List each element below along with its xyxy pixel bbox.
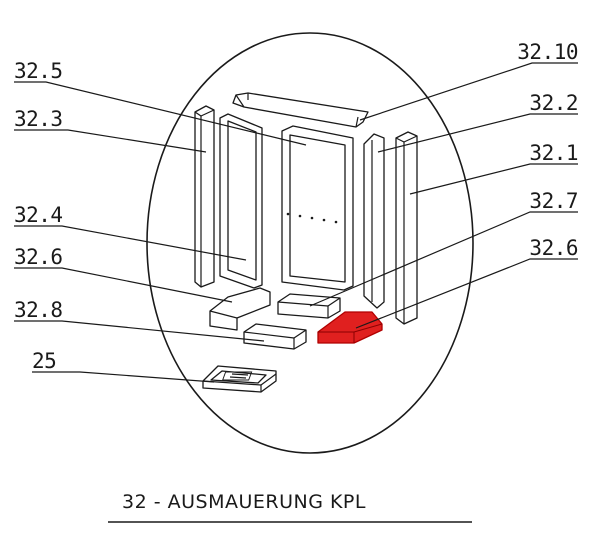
part-grate[interactable] [202,365,277,393]
callout-label-32-1: 32.1 [529,141,578,165]
callout-label-32-6-right: 32.6 [529,236,578,260]
leader-lines [14,62,578,383]
callout-label-32-3: 32.3 [14,107,63,131]
part-top-baffle[interactable] [232,92,369,128]
callout-label-32-10: 32.10 [517,40,578,64]
part-corner-brick-left[interactable] [209,287,271,331]
callout-label-32-4: 32.4 [14,203,63,227]
callout-label-32-7: 32.7 [529,189,578,213]
part-corner-brick-right-highlighted[interactable] [317,311,383,344]
assembly-outline-ellipse [146,32,474,454]
part-back-panel[interactable] [281,125,354,291]
callout-label-32-2: 32.2 [529,91,578,115]
part-right-outer-panel[interactable] [395,131,418,325]
part-right-inner-panel[interactable] [363,133,385,309]
part-floor-brick-front[interactable] [243,323,307,350]
callout-label-32-5: 32.5 [14,59,63,83]
callout-label-32-6-left: 32.6 [14,245,63,269]
callout-label-25: 25 [32,349,56,373]
part-left-outer-panel[interactable] [194,105,215,288]
callout-label-32-8: 32.8 [14,298,63,322]
diagram-caption: 32 - AUSMAUERUNG KPL [122,491,366,513]
part-left-inner-panel[interactable] [219,113,263,289]
